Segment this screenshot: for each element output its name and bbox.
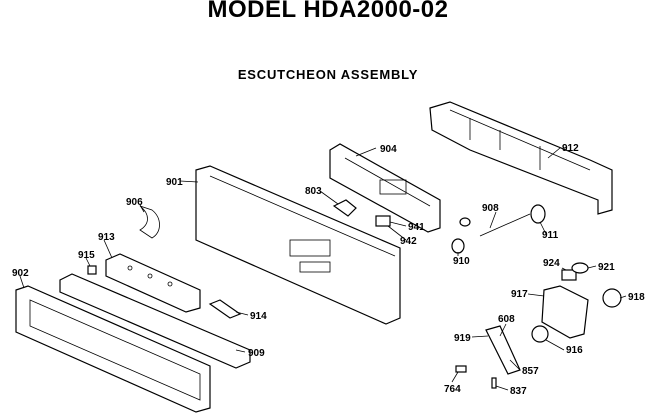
callout-labels: 904 912 901 803 906 908 941 942 911 913 … bbox=[12, 143, 645, 397]
callout-913: 913 bbox=[98, 232, 115, 243]
callout-916: 916 bbox=[566, 345, 583, 356]
callout-608: 608 bbox=[498, 314, 515, 325]
part-924-921 bbox=[561, 262, 589, 281]
callout-902: 902 bbox=[12, 268, 29, 279]
callout-909: 909 bbox=[248, 348, 265, 359]
part-908-911-910 bbox=[451, 204, 546, 254]
callout-942: 942 bbox=[400, 236, 417, 247]
part-913-keypad bbox=[105, 253, 201, 313]
callout-914: 914 bbox=[250, 311, 267, 322]
callout-918: 918 bbox=[628, 292, 645, 303]
callout-910: 910 bbox=[453, 256, 470, 267]
part-904-control-board bbox=[329, 143, 441, 233]
callout-917: 917 bbox=[511, 289, 528, 300]
callout-857: 857 bbox=[522, 366, 539, 377]
diagram-subtitle: ESCUTCHEON ASSEMBLY bbox=[237, 67, 419, 82]
callout-764: 764 bbox=[444, 384, 461, 395]
leader-lines bbox=[19, 147, 627, 391]
part-917-bracket bbox=[541, 285, 589, 339]
callout-919: 919 bbox=[454, 333, 471, 344]
part-902-frame bbox=[15, 285, 211, 413]
callout-837: 837 bbox=[510, 386, 527, 397]
callout-921: 921 bbox=[598, 262, 615, 273]
part-915 bbox=[87, 265, 97, 275]
part-837 bbox=[491, 377, 497, 389]
part-919-608-857 bbox=[485, 325, 521, 375]
callout-906: 906 bbox=[126, 197, 143, 208]
part-909-panel bbox=[59, 273, 251, 369]
callout-924: 924 bbox=[543, 258, 560, 269]
callout-911: 911 bbox=[542, 230, 559, 241]
callout-908: 908 bbox=[482, 203, 499, 214]
part-901-console bbox=[195, 165, 401, 325]
part-916 bbox=[531, 325, 549, 343]
part-906-ribbon bbox=[139, 205, 160, 239]
callout-912: 912 bbox=[562, 143, 579, 154]
part-764 bbox=[455, 365, 467, 373]
part-941-942 bbox=[375, 215, 391, 227]
callout-915: 915 bbox=[78, 250, 95, 261]
part-803 bbox=[332, 199, 357, 217]
part-912-bracket bbox=[429, 101, 613, 215]
callout-803: 803 bbox=[305, 186, 322, 197]
part-914 bbox=[208, 299, 242, 319]
callout-941: 941 bbox=[408, 222, 425, 233]
callout-904: 904 bbox=[380, 144, 397, 155]
part-918 bbox=[602, 288, 622, 308]
callout-901: 901 bbox=[166, 177, 183, 188]
diagram-title: MODEL HDA2000-02 bbox=[207, 0, 449, 23]
